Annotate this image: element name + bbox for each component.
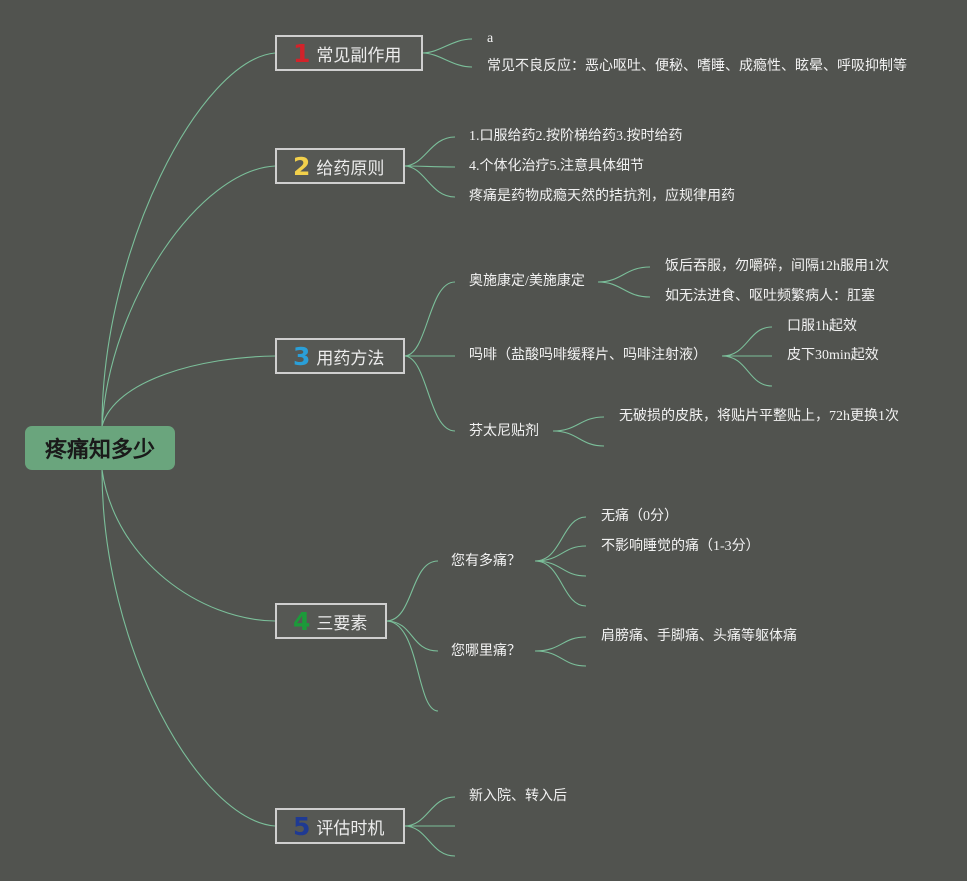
- branch-3-group-3-label[interactable]: 芬太尼贴剂: [469, 424, 539, 439]
- branch-4-node[interactable]: 4 三要素: [275, 603, 387, 639]
- branch-1-item-1[interactable]: a: [487, 31, 494, 46]
- branch-1-item-2[interactable]: 常见不良反应：恶心呕吐、便秘、嗜睡、成瘾性、眩晕、呼吸抑制等: [487, 59, 907, 74]
- link-root-b1: [101, 52, 276, 427]
- branch-3-group-1-label[interactable]: 奥施康定/美施康定: [469, 274, 585, 289]
- branch-5-number: 5: [293, 811, 311, 841]
- branch-4-group-2-item-1[interactable]: 肩膀痛、手脚痛、头痛等躯体痛: [601, 629, 797, 644]
- branch-5-label: 评估时机: [316, 818, 385, 839]
- branch-4-group-1-label[interactable]: 您有多痛？: [451, 554, 521, 569]
- branch-2-item-3[interactable]: 疼痛是药物成瘾天然的拮抗剂，应规律用药: [469, 189, 735, 204]
- branch-3-number: 3: [293, 341, 311, 371]
- branch-3-group-3-item-1[interactable]: 无破损的皮肤，将贴片平整贴上，72h更换1次: [619, 409, 899, 424]
- branch-4-group-1-item-1[interactable]: 无痛（0分）: [601, 509, 678, 524]
- branch-5-item-1[interactable]: 新入院、转入后: [469, 789, 567, 804]
- branch-2-item-2[interactable]: 4.个体化治疗5.注意具体细节: [469, 159, 644, 174]
- branch-1-label: 常见副作用: [316, 45, 402, 66]
- link-root-b2: [101, 165, 276, 427]
- root-node[interactable]: 疼痛知多少: [25, 426, 175, 470]
- branch-5-node[interactable]: 5 评估时机: [275, 808, 405, 844]
- branch-4-group-1-item-2[interactable]: 不影响睡觉的痛（1-3分）: [601, 539, 760, 554]
- branch-4-label: 三要素: [316, 613, 368, 634]
- link-root-b5: [101, 469, 276, 827]
- branch-3-label: 用药方法: [316, 348, 385, 369]
- branch-3-group-2-item-2[interactable]: 皮下30min起效: [787, 348, 879, 363]
- branch-2-node[interactable]: 2 给药原则: [275, 148, 405, 184]
- branch-2-item-1[interactable]: 1.口服给药2.按阶梯给药3.按时给药: [469, 129, 683, 144]
- branch-2-number: 2: [293, 151, 311, 181]
- branch-3-group-1-item-1[interactable]: 饭后吞服，勿嚼碎，间隔12h服用1次: [665, 259, 889, 274]
- branch-3-group-2-item-1[interactable]: 口服1h起效: [787, 319, 857, 334]
- branch-3-group-1-item-2[interactable]: 如无法进食、呕吐频繁病人：肛塞: [665, 289, 875, 304]
- branch-3-group-2-label[interactable]: 吗啡（盐酸吗啡缓释片、吗啡注射液）: [469, 348, 707, 363]
- branch-3-node[interactable]: 3 用药方法: [275, 338, 405, 374]
- branch-1-node[interactable]: 1 常见副作用: [275, 35, 423, 71]
- branch-4-number: 4: [293, 606, 311, 636]
- branch-4-group-2-label[interactable]: 您哪里痛？: [451, 644, 521, 659]
- link-root-b3: [101, 355, 276, 427]
- branch-1-number: 1: [293, 38, 311, 68]
- link-root-b4: [101, 469, 276, 622]
- branch-2-label: 给药原则: [316, 158, 385, 179]
